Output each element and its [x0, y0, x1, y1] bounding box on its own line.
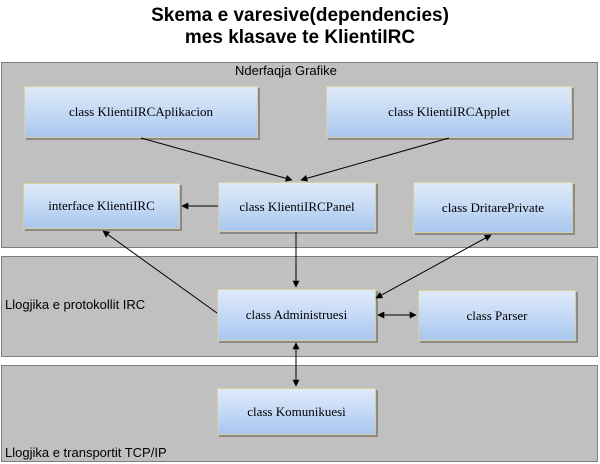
diagram-title-line-2: mes klasave te KlientiIRC — [184, 27, 416, 48]
class-box-parser: class Parser — [418, 290, 576, 341]
layer-protocol-label: Llogjika e protokollit IRC — [5, 297, 146, 312]
class-box-dritare-private: class DritarePrivate — [413, 182, 573, 233]
layer-gui-label: Nderfaqja Grafike — [235, 63, 337, 78]
diagram-title-line-1: Skema e varesive(dependencies) — [151, 5, 449, 26]
layer-transport-label: Llogjika e transportit TCP/IP — [5, 445, 167, 460]
class-box-klientiirc-applet: class KlientiIRCApplet — [326, 86, 572, 138]
class-box-komunikuesi: class Komunikuesi — [217, 388, 376, 435]
class-box-interface-klientiirc: interface KlientiIRC — [23, 183, 180, 229]
class-box-administruesi: class Administruesi — [217, 289, 376, 341]
class-box-klientiirc-aplikacion: class KlientiIRCAplikacion — [24, 86, 258, 138]
class-box-klientiirc-panel: class KlientiIRCPanel — [218, 182, 376, 232]
